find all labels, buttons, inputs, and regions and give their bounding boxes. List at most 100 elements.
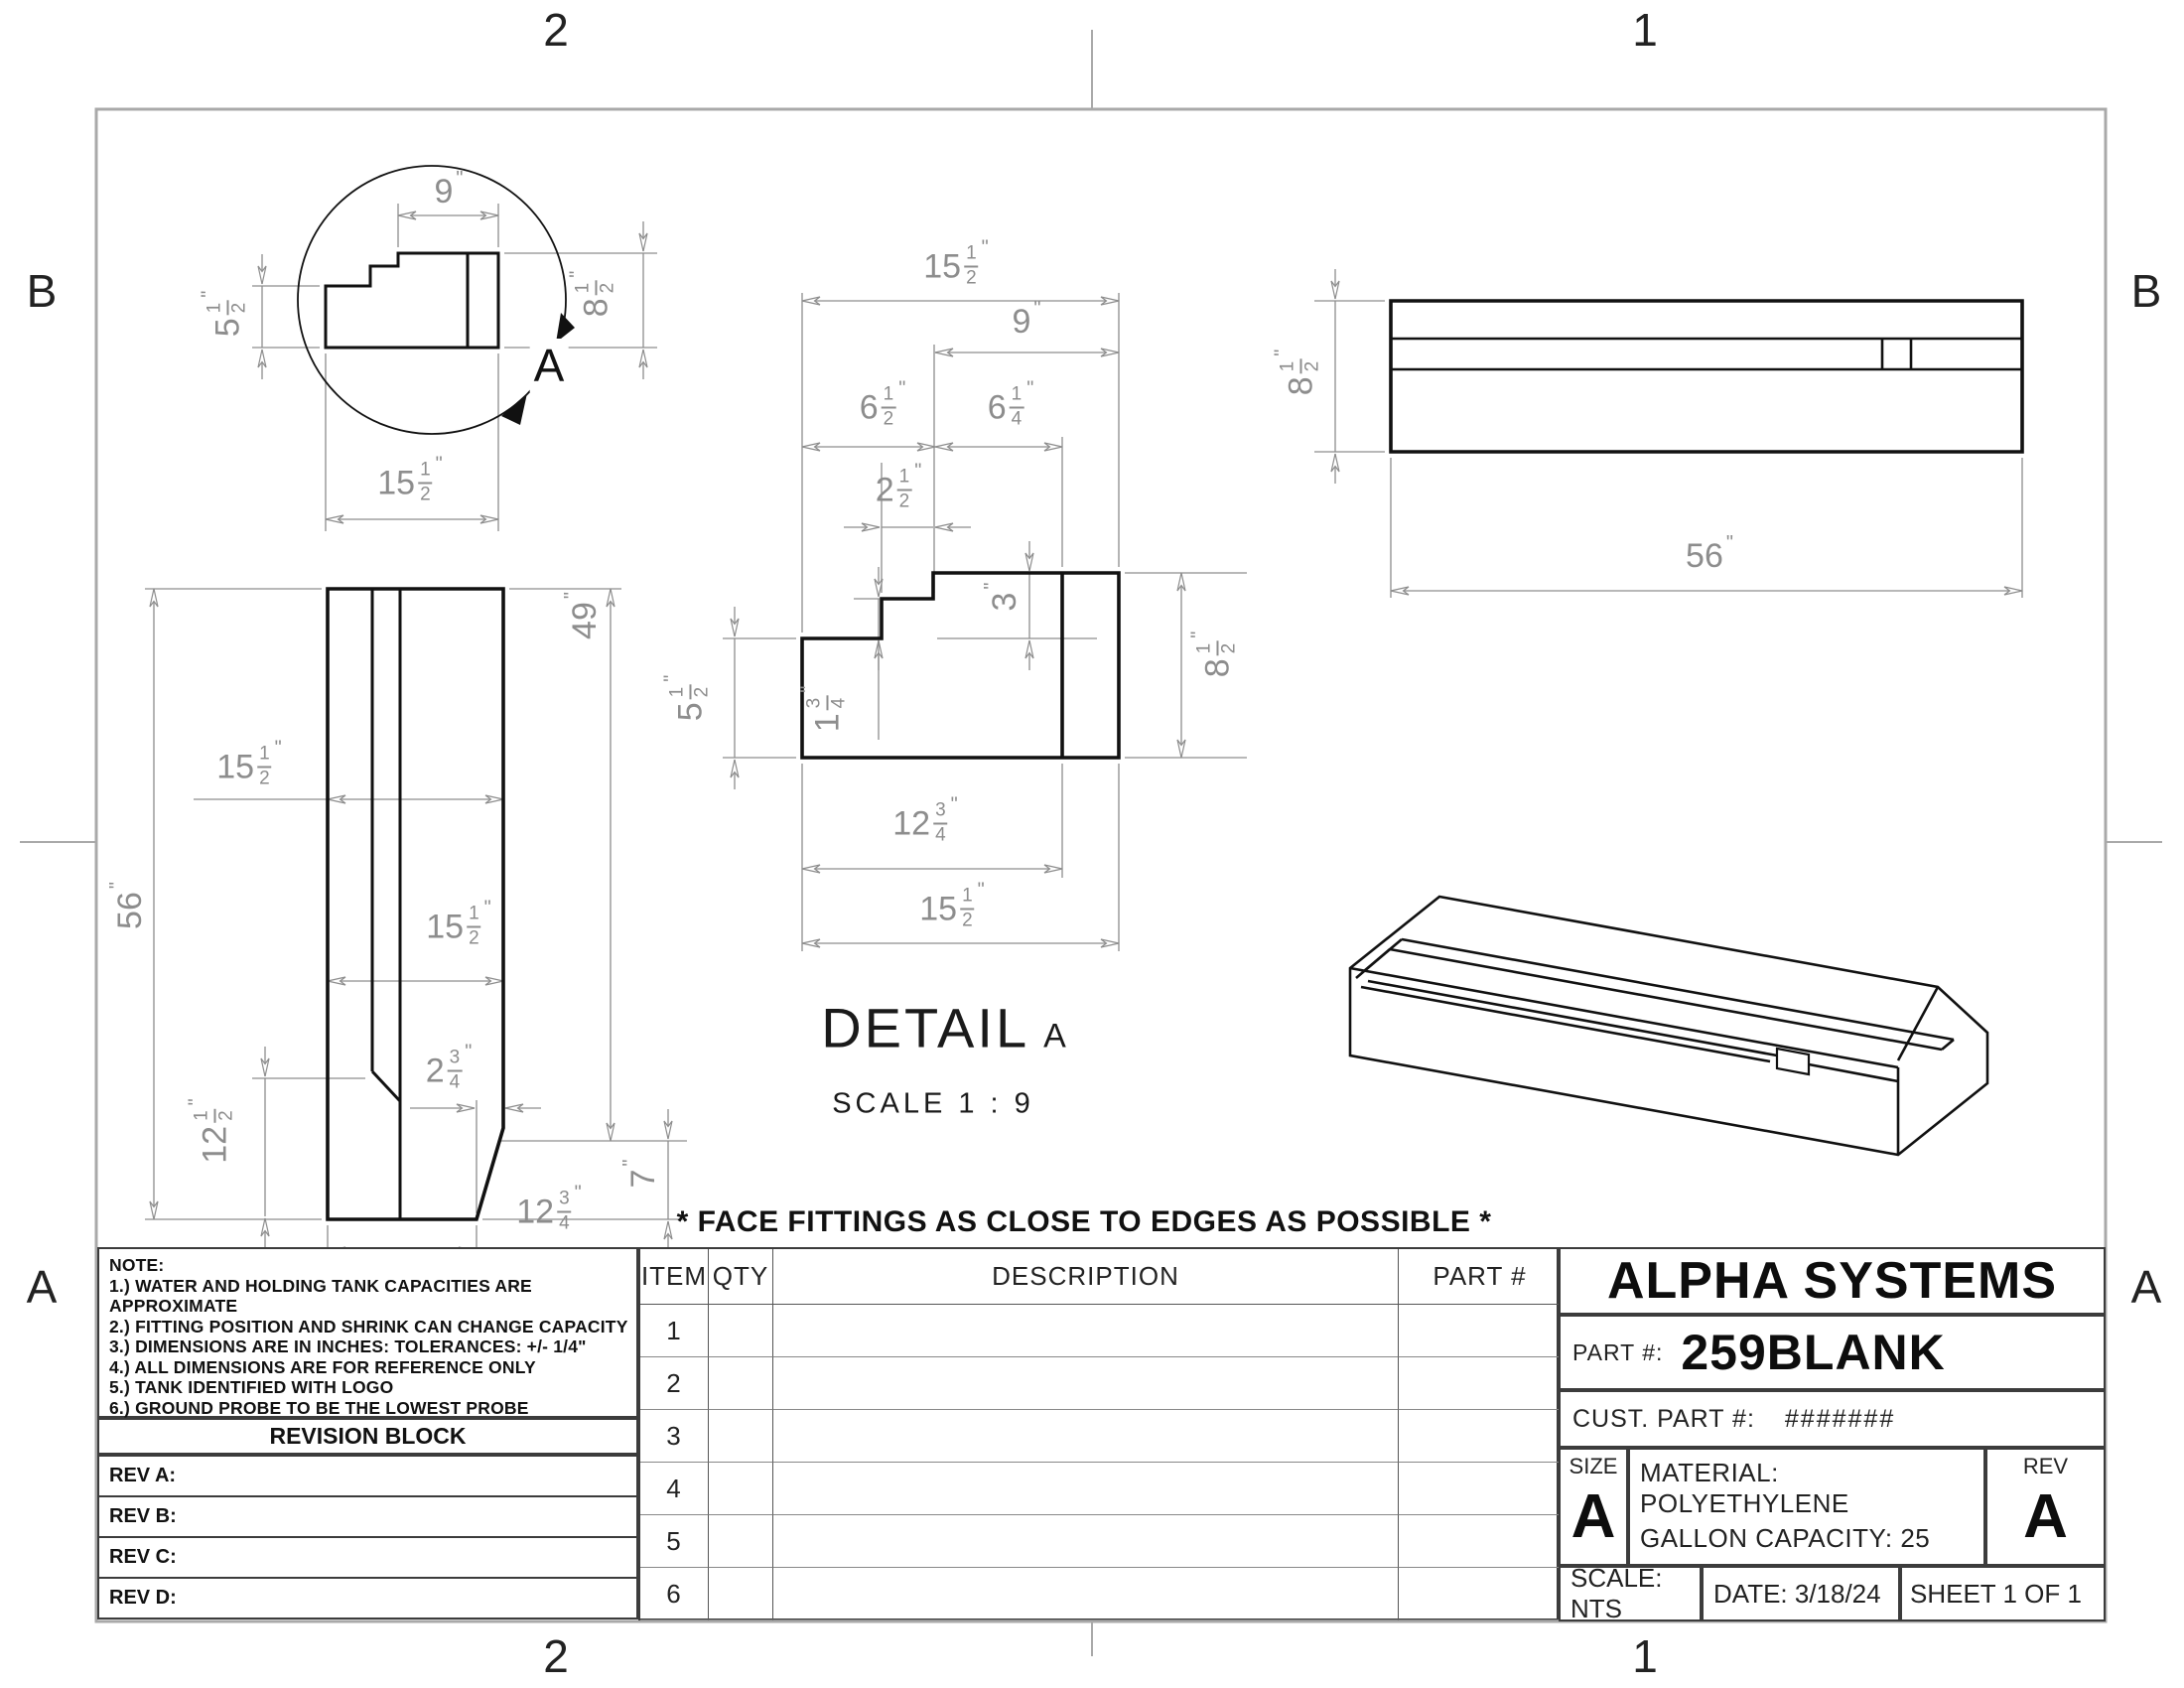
zone-col-2-top: 2 xyxy=(543,4,569,56)
circle-detail-view xyxy=(297,165,575,435)
size-cell: SIZE A xyxy=(1559,1448,1628,1566)
revision-row: REV A: xyxy=(109,1465,177,1486)
zone-row-b-left: B xyxy=(26,265,58,317)
fitting-note-banner: * FACE FITTINGS AS CLOSE TO EDGES AS POS… xyxy=(676,1205,1492,1238)
size-label: SIZE xyxy=(1569,1454,1618,1478)
detail-a-view xyxy=(800,571,1121,760)
rev-cell: REV A xyxy=(1985,1448,2106,1566)
revision-row: REV B: xyxy=(99,1495,636,1536)
bom-empty-cell xyxy=(1399,1357,1561,1410)
bom-item-number: 4 xyxy=(640,1463,709,1515)
notes-block: NOTE: 1.) WATER AND HOLDING TANK CAPACIT… xyxy=(97,1247,638,1459)
bom-empty-cell xyxy=(1399,1515,1561,1568)
sheet-cell: SHEET 1 OF 1 xyxy=(1900,1566,2106,1621)
bom-row: 2 xyxy=(640,1357,1561,1410)
zone-row-a-right: A xyxy=(2130,1261,2162,1313)
top-view xyxy=(326,587,505,1221)
bom-item-number: 1 xyxy=(640,1305,709,1357)
material-value: MATERIAL: POLYETHYLENE xyxy=(1640,1458,1849,1518)
detail-view-scale: SCALE 1 : 9 xyxy=(832,1087,1034,1120)
revision-block-header: REVISION BLOCK xyxy=(97,1418,638,1455)
detail-title-callout: A xyxy=(1043,1017,1069,1055)
detail-callout-letter: A xyxy=(529,339,569,392)
bom-empty-cell xyxy=(773,1357,1399,1410)
zone-col-1-bottom: 1 xyxy=(1632,1630,1658,1682)
revision-block-rows: REV A: REV B:REV C:REV D: xyxy=(97,1455,638,1619)
scale-cell: SCALE: NTS xyxy=(1559,1563,1702,1623)
bom-row: 4 xyxy=(640,1463,1561,1515)
bom-empty-cell xyxy=(773,1410,1399,1463)
bom-empty-cell xyxy=(773,1515,1399,1568)
customer-part-row: CUST. PART #: ####### xyxy=(1559,1390,2106,1448)
bom-empty-cell xyxy=(1399,1568,1561,1620)
note-line: 5.) TANK IDENTIFIED WITH LOGO xyxy=(109,1377,394,1397)
bom-header-description: DESCRIPTION xyxy=(773,1249,1399,1305)
bom-row: 3 xyxy=(640,1410,1561,1463)
dimension-top-49: 49" xyxy=(561,592,604,639)
dimension-top-7: 7" xyxy=(619,1159,662,1189)
zone-row-a-left: A xyxy=(26,1261,58,1313)
dimension-detail-3: 3" xyxy=(981,582,1024,612)
part-geometry xyxy=(297,165,2024,1221)
customer-part-label: CUST. PART #: xyxy=(1572,1404,1755,1433)
bom-empty-cell xyxy=(709,1515,773,1568)
note-line: 1.) WATER AND HOLDING TANK CAPACITIES AR… xyxy=(109,1275,532,1317)
bom-row: 6 xyxy=(640,1568,1561,1620)
zone-col-1-top: 1 xyxy=(1632,4,1658,56)
bom-empty-cell xyxy=(709,1568,773,1620)
bom-item-number: 5 xyxy=(640,1515,709,1568)
date-cell: DATE: 3/18/24 xyxy=(1702,1566,1900,1621)
rev-value: A xyxy=(2023,1482,2068,1551)
zone-col-2-bottom: 2 xyxy=(543,1630,569,1682)
bom-header-qty: QTY xyxy=(709,1249,773,1305)
bom-empty-cell xyxy=(773,1463,1399,1515)
bom-header-item: ITEM xyxy=(640,1249,709,1305)
bom-row: 5 xyxy=(640,1515,1561,1568)
notes-list: 1.) WATER AND HOLDING TANK CAPACITIES AR… xyxy=(109,1276,636,1460)
dimension-circle-9: 9" xyxy=(434,168,464,211)
side-view xyxy=(1389,299,2024,454)
material-cell: MATERIAL: POLYETHYLENE GALLON CAPACITY: … xyxy=(1628,1448,1985,1566)
bom-empty-cell xyxy=(709,1410,773,1463)
bom-header-part: PART # xyxy=(1399,1249,1561,1305)
bom-empty-cell xyxy=(709,1357,773,1410)
bom-row: 1 xyxy=(640,1305,1561,1357)
bom-empty-cell xyxy=(709,1305,773,1357)
company-name: ALPHA SYSTEMS xyxy=(1559,1247,2106,1315)
bom-item-number: 6 xyxy=(640,1568,709,1620)
bom-empty-cell xyxy=(773,1568,1399,1620)
part-number-label: PART #: xyxy=(1572,1338,1664,1365)
bom-item-number: 2 xyxy=(640,1357,709,1410)
dimension-detail-9: 9" xyxy=(1012,298,1041,341)
bom-empty-cell xyxy=(709,1463,773,1515)
section-arrow-upper xyxy=(556,313,575,343)
part-number-row: PART #: 259BLANK xyxy=(1559,1315,2106,1390)
revision-row: REV D: xyxy=(99,1577,636,1618)
dimension-top-56: 56" xyxy=(106,882,149,929)
bom-header-row: ITEM QTY DESCRIPTION PART # xyxy=(640,1249,1561,1305)
dimension-lines xyxy=(145,204,2023,1257)
bom-empty-cell xyxy=(1399,1305,1561,1357)
bom-empty-cell xyxy=(1399,1410,1561,1463)
dimension-side-56: 56" xyxy=(1686,532,1733,575)
note-line: 4.) ALL DIMENSIONS ARE FOR REFERENCE ONL… xyxy=(109,1356,536,1377)
detail-view-title: DETAIL A xyxy=(821,996,1069,1060)
bom-empty-cell xyxy=(773,1305,1399,1357)
revision-row: REV C: xyxy=(99,1536,636,1577)
